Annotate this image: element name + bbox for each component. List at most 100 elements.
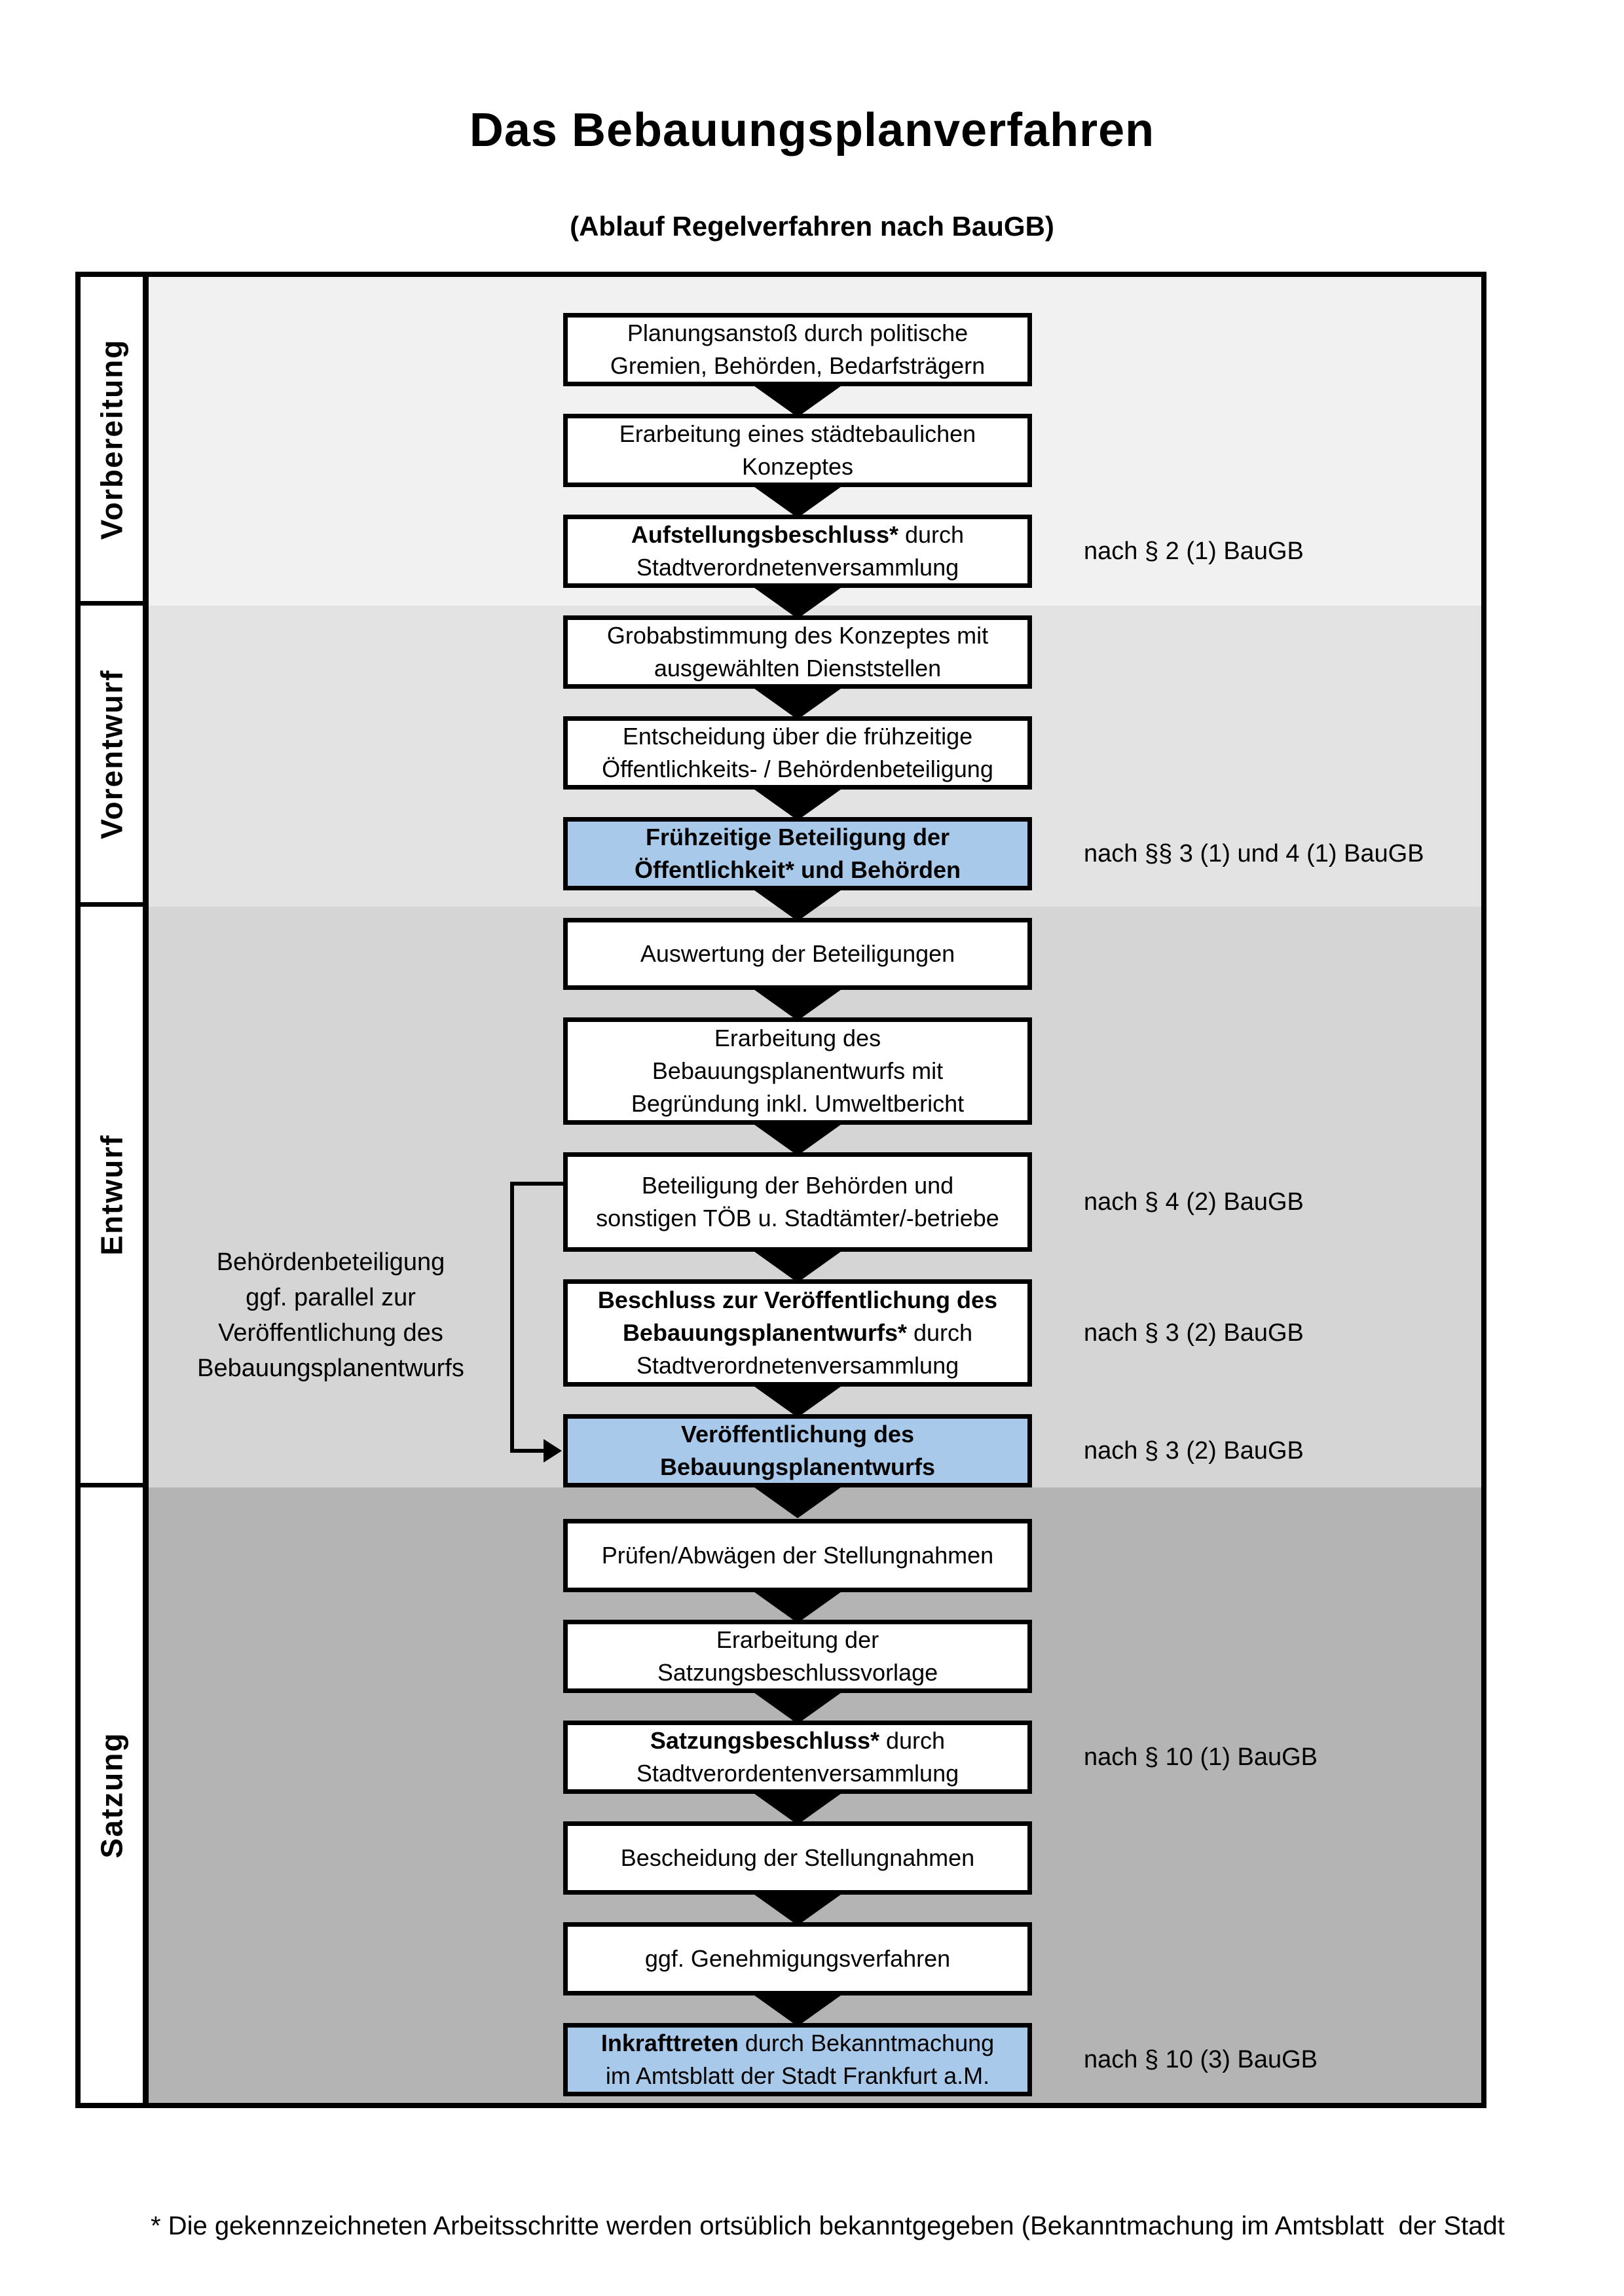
flow-arrow-down [752, 1994, 843, 2026]
flow-box-text-segment: ausgewählten Dienststellen [654, 655, 942, 682]
flow-box-text-segment: Auswertung der Beteiligungen [640, 940, 955, 967]
legal-annotation-b11: nach § 3 (2) BauGB [1084, 1437, 1304, 1465]
page-subtitle: (Ablauf Regelverfahren nach BauGB) [570, 211, 1054, 242]
flow-box-line: Bebauungsplanentwurfs* durch [623, 1317, 972, 1349]
flow-box-line: Grobabstimmung des Konzeptes mit [607, 619, 988, 652]
flow-box-line: Veröffentlichung des [681, 1418, 914, 1451]
flow-box-line: Stadtverordnetenversammlung [637, 1349, 959, 1382]
side-note-line: Veröffentlichung des [218, 1319, 443, 1347]
legal-annotation-b14: nach § 10 (1) BauGB [1084, 1743, 1318, 1771]
flow-arrow-down [752, 485, 843, 518]
flow-arrow-down [752, 384, 843, 417]
page-title: Das Bebauungsplanverfahren [469, 104, 1155, 156]
flow-arrow-down [752, 1250, 843, 1283]
flow-box-text-segment: Bescheidung der Stellungnahmen [620, 1844, 975, 1871]
flow-box-line: Entscheidung über die frühzeitige [623, 720, 972, 753]
flow-arrow-down [752, 687, 843, 720]
legal-annotation-b3: nach § 2 (1) BauGB [1084, 538, 1304, 565]
flow-box-b16: ggf. Genehmigungsverfahren [563, 1922, 1032, 1995]
side-note-line: ggf. parallel zur [246, 1284, 416, 1311]
flow-arrow-down [752, 586, 843, 619]
flow-box-line: Gremien, Behörden, Bedarfsträgern [610, 350, 985, 382]
flow-box-line: Auswertung der Beteiligungen [640, 938, 955, 970]
legal-annotation-b17: nach § 10 (3) BauGB [1084, 2046, 1318, 2073]
phase-label: Satzung [94, 1732, 129, 1859]
flow-box-text-segment: Veröffentlichung des [680, 1421, 915, 1448]
bracket-vertical-line [510, 1182, 514, 1453]
flow-box-line: Öffentlichkeit* und Behörden [635, 854, 961, 886]
flow-box-text-segment: durch [879, 1727, 946, 1754]
flow-box-text-segment: Bebauungsplanentwurfs* [622, 1319, 907, 1346]
flow-box-text-segment: Erarbeitung des [714, 1025, 881, 1051]
flow-box-text-segment: Bebauungsplanentwurfs mit [652, 1057, 944, 1084]
side-note-line: Behördenbeteiligung [216, 1248, 445, 1276]
flow-box-b12: Prüfen/Abwägen der Stellungnahmen [563, 1519, 1032, 1592]
flow-arrow-down [752, 1691, 843, 1724]
flow-box-line: Erarbeitung des [714, 1022, 881, 1055]
footnote-line: * Die gekennzeichneten Arbeitsschritte w… [151, 2212, 1505, 2240]
flow-box-line: Bebauungsplanentwurfs [660, 1451, 935, 1484]
flow-box-text-segment: Erarbeitung der [716, 1626, 879, 1653]
flow-box-b7: Auswertung der Beteiligungen [563, 918, 1032, 990]
flow-box-text-segment: Stadtverordnetenversammlung [636, 1352, 959, 1379]
flow-arrow-down [752, 1385, 843, 1417]
phase-label-cell-vorentwurf: Vorentwurf [81, 606, 149, 907]
phase-label: Vorentwurf [94, 668, 129, 839]
flow-box-line: Planungsanstoß durch politische [627, 317, 968, 350]
flow-box-text-segment: Beschluss zur Veröffentlichung des [597, 1286, 998, 1313]
flow-box-text-segment: Gremien, Behörden, Bedarfsträgern [610, 352, 986, 379]
flow-box-line: ausgewählten Dienststellen [654, 652, 941, 685]
flow-box-text-segment: Inkrafttreten [600, 2030, 739, 2056]
flow-box-line: Satzungsbeschluss* durch [650, 1724, 945, 1757]
flow-arrow-down [752, 1123, 843, 1156]
flow-box-line: Erarbeitung eines städtebaulichen [619, 418, 976, 450]
flow-box-line: sonstigen TÖB u. Stadtämter/-betriebe [596, 1202, 999, 1235]
flow-arrow-down [752, 1893, 843, 1925]
phase-label-cell-entwurf: Entwurf [81, 907, 149, 1487]
flow-box-text-segment: Grobabstimmung des Konzeptes mit [606, 622, 989, 649]
flow-box-text-segment: durch [898, 521, 965, 548]
flow-box-text-segment: Prüfen/Abwägen der Stellungnahmen [601, 1542, 994, 1569]
flow-box-line: Öffentlichkeits- / Behördenbeteiligung [602, 753, 993, 786]
flow-box-text-segment: Öffentlichkeit* und Behörden [634, 856, 961, 883]
flow-box-text-segment: ggf. Genehmigungsverfahren [644, 1945, 951, 1972]
flow-box-line: ggf. Genehmigungsverfahren [645, 1942, 950, 1975]
legal-annotation-b9: nach § 4 (2) BauGB [1084, 1188, 1304, 1216]
legal-annotation-b6: nach §§ 3 (1) und 4 (1) BauGB [1084, 840, 1424, 867]
side-note-line: Bebauungsplanentwurfs [197, 1355, 464, 1382]
flow-box-text-segment: durch [906, 1319, 973, 1346]
phase-label: Vorbereitung [94, 338, 129, 539]
flow-arrow-down [752, 888, 843, 921]
flow-box-text-segment: Aufstellungsbeschluss* [631, 521, 899, 548]
flow-box-text-segment: Planungsanstoß durch politische [627, 319, 969, 346]
flow-box-line: Bescheidung der Stellungnahmen [621, 1842, 974, 1874]
bracket-arrowhead-right-icon [544, 1439, 562, 1463]
flow-arrow-down [752, 788, 843, 820]
flow-box-text-segment: Stadtverordentenversammlung [636, 1760, 959, 1787]
flow-box-text-segment: Konzeptes [741, 453, 854, 480]
flow-box-text-segment: Erarbeitung eines städtebaulichen [619, 420, 976, 447]
flow-box-line: Stadtverordnetenversammlung [637, 551, 959, 584]
flow-box-line: Bebauungsplanentwurfs mit [652, 1055, 943, 1087]
flow-box-text-segment: Öffentlichkeits- / Behördenbeteiligung [602, 756, 993, 782]
flow-box-b4: Grobabstimmung des Konzeptes mit ausgewäh… [563, 615, 1032, 689]
flow-box-b9: Beteiligung der Behörden und sonstigen TÖ… [563, 1152, 1032, 1252]
flow-box-text-segment: Satzungsbeschluss* [650, 1727, 880, 1754]
phase-label: Entwurf [94, 1134, 129, 1256]
flow-box-text-segment: Stadtverordnetenversammlung [636, 554, 959, 581]
flow-box-line: Beteiligung der Behörden und [642, 1169, 953, 1202]
flow-box-line: Erarbeitung der [716, 1624, 879, 1656]
footnote: * Die gekennzeichneten Arbeitsschritte w… [151, 2128, 1545, 2296]
flow-box-text-segment: Satzungsbeschlussvorlage [657, 1659, 938, 1686]
flow-box-line: Konzeptes [742, 450, 853, 483]
flow-box-text-segment: sonstigen TÖB u. Stadtämter/-betriebe [596, 1205, 999, 1231]
flow-box-line: Aufstellungsbeschluss* durch [631, 519, 964, 551]
